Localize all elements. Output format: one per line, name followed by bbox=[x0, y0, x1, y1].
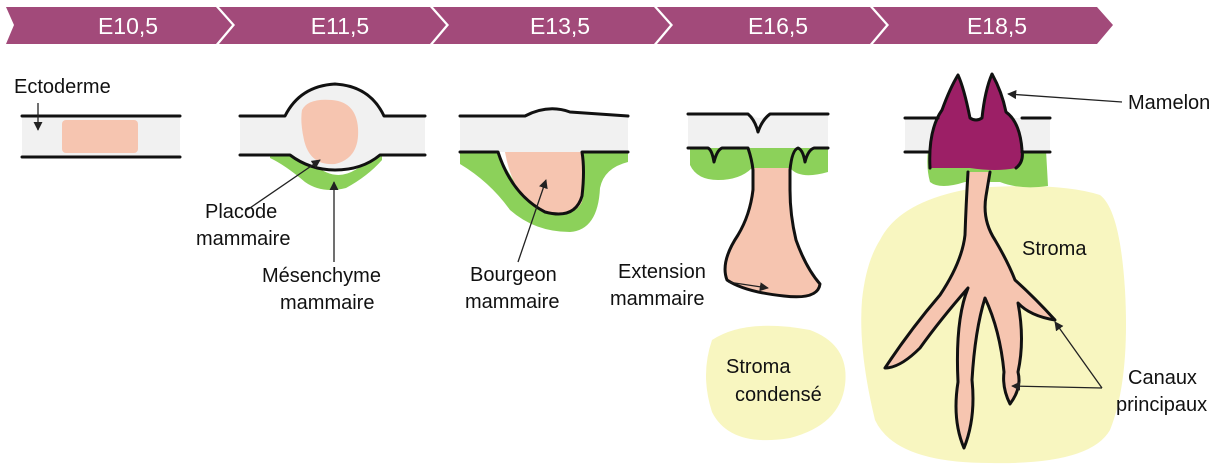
stage-e10-illustration: Ectoderme bbox=[14, 76, 180, 157]
mesenchyme-label-line2: mammaire bbox=[280, 292, 374, 314]
stage-e11-illustration: Placode mammaire Mésenchyme mammaire bbox=[196, 84, 425, 314]
condensed-stroma: Stroma condensé bbox=[706, 326, 846, 440]
condensed-stroma-blob bbox=[706, 326, 846, 440]
nipple-e18 bbox=[930, 74, 1023, 170]
canaux-label-line1: Canaux bbox=[1128, 367, 1197, 389]
placode-label-line2: mammaire bbox=[196, 228, 290, 250]
canaux-label-line2: principaux bbox=[1116, 394, 1207, 416]
placode-thickening bbox=[62, 120, 138, 153]
stage-label-e11: E11,5 bbox=[311, 13, 369, 39]
placode-label-line1: Placode bbox=[205, 201, 277, 223]
mamelon-label: Mamelon bbox=[1128, 92, 1210, 114]
stage-e16-illustration: Extension mammaire bbox=[610, 114, 828, 310]
stroma-condense-line1: Stroma bbox=[726, 356, 791, 378]
stage-e13-illustration: Bourgeon mammaire bbox=[460, 109, 628, 313]
stage-label-e18: E18,5 bbox=[967, 13, 1027, 39]
placode-pointer bbox=[247, 160, 320, 210]
stage-label-e10: E10,5 bbox=[98, 13, 158, 39]
stroma-label: Stroma bbox=[1022, 238, 1087, 260]
timeline-banner: E10,5 E11,5 E13,5 E16,5 E18,5 bbox=[6, 7, 1113, 44]
mesenchyme-label-line1: Mésenchyme bbox=[262, 265, 381, 287]
extension-label-line2: mammaire bbox=[610, 288, 704, 310]
mamelon-pointer bbox=[1008, 94, 1122, 102]
ectoderme-label: Ectoderme bbox=[14, 76, 111, 98]
stage-label-e16: E16,5 bbox=[748, 13, 808, 39]
bourgeon-label-line2: mammaire bbox=[465, 291, 559, 313]
bourgeon-label-line1: Bourgeon bbox=[470, 264, 557, 286]
extension-label-line1: Extension bbox=[618, 261, 706, 283]
stage-label-e13: E13,5 bbox=[530, 13, 590, 39]
stage-e18-illustration: Stroma Mamelon Canaux principaux bbox=[861, 74, 1210, 463]
stroma-condense-line2: condensé bbox=[735, 384, 822, 406]
